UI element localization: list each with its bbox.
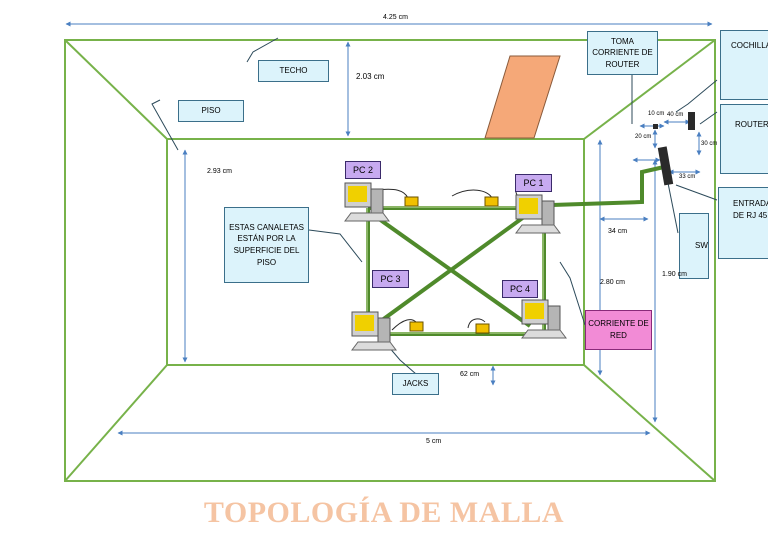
pc1-computer-icon bbox=[515, 194, 561, 234]
floor-width-measure: 5 cm bbox=[426, 438, 442, 445]
switch-distance-measure: 34 cm bbox=[608, 228, 628, 235]
d20-measure: 20 cm bbox=[635, 134, 652, 140]
top-width-measure: 4.25 cm bbox=[383, 14, 408, 21]
router-label: ROUTER bbox=[720, 104, 768, 174]
entrada-rj45-label: ENTRADA DE RJ 45 bbox=[718, 187, 768, 259]
cochilla-label: COCHILLA bbox=[720, 30, 768, 100]
right-height-measure: 2.80 cm bbox=[600, 279, 625, 286]
pc2-label: PC 2 bbox=[345, 161, 381, 179]
ceiling-depth-measure: 2.03 cm bbox=[356, 72, 385, 81]
canaletas-note: ESTAS CANALETAS ESTÁN POR LA SUPERFICIE … bbox=[224, 207, 309, 283]
switch-label: SWITCH bbox=[679, 213, 709, 279]
bottom-offset-measure: 62 cm bbox=[460, 371, 480, 378]
pc3-label: PC 3 bbox=[372, 270, 409, 288]
room-outline bbox=[64, 39, 716, 482]
callout-lines bbox=[151, 37, 718, 375]
wall-jacks bbox=[404, 196, 499, 334]
piso-label: PISO bbox=[178, 100, 244, 122]
techo-label: TECHO bbox=[258, 60, 329, 82]
small-device-icon bbox=[653, 124, 658, 129]
corriente-de-red-label: CORRIENTE DE RED bbox=[585, 310, 652, 350]
pc2-computer-icon bbox=[344, 182, 390, 222]
diagram-title: TOPOLOGÍA DE MALLA bbox=[203, 496, 565, 529]
pc4-label: PC 4 bbox=[502, 280, 538, 298]
pc4-computer-icon bbox=[521, 299, 567, 339]
switch-height-measure: 1.90 cm bbox=[662, 271, 687, 278]
d33-measure: 33 cm bbox=[679, 174, 696, 180]
d10-measure: 10 cm bbox=[648, 111, 665, 117]
jacks-label: JACKS bbox=[392, 373, 439, 395]
pc1-label: PC 1 bbox=[515, 174, 552, 192]
d40-measure: 40 cm bbox=[667, 112, 684, 118]
left-height-measure: 2.93 cm bbox=[207, 168, 232, 175]
d30-measure: 30 cm bbox=[701, 141, 718, 147]
router-device-icon bbox=[688, 112, 695, 130]
toma-corriente-label: TOMA CORRIENTE DE ROUTER bbox=[587, 31, 658, 75]
pc3-computer-icon bbox=[351, 311, 397, 351]
switch-device-icon bbox=[657, 146, 674, 186]
network-cables bbox=[366, 165, 665, 336]
door-shape bbox=[484, 55, 561, 139]
